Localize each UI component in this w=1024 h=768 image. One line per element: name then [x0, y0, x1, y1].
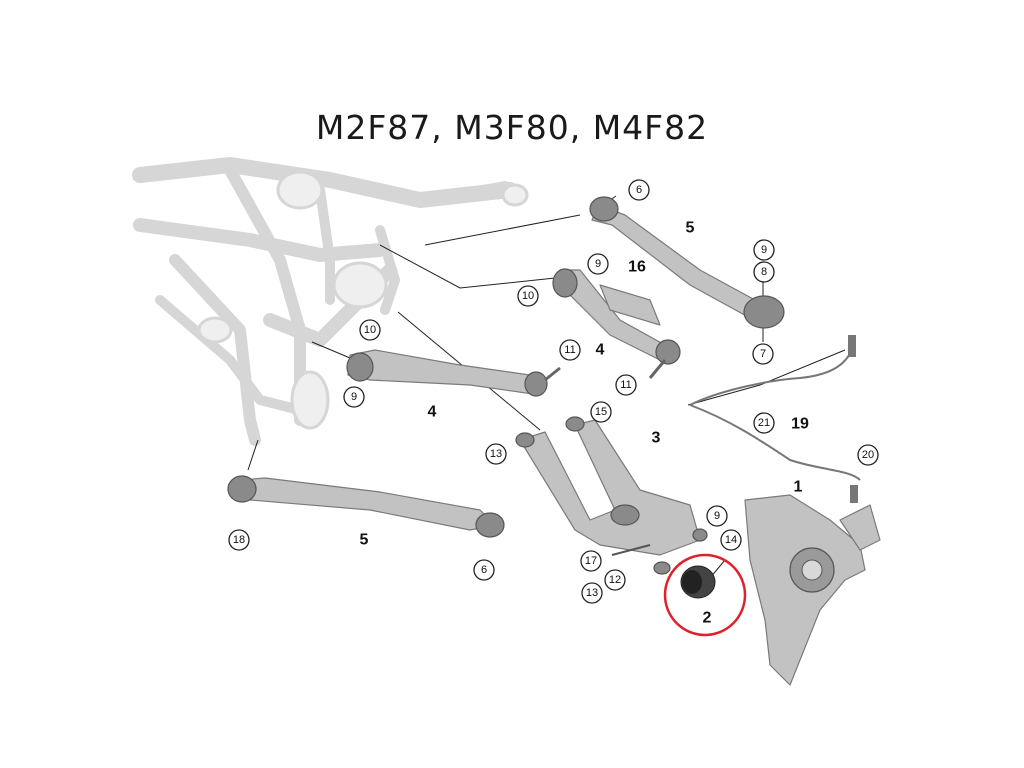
- label-3: 3: [652, 430, 661, 447]
- svg-text:11: 11: [564, 344, 575, 356]
- callout-21: 21: [753, 412, 775, 434]
- svg-text:13: 13: [490, 448, 502, 460]
- callout-9-left: 9: [343, 386, 365, 408]
- part-16-bracket: [599, 284, 661, 326]
- part-5-upper-link: [589, 196, 785, 329]
- callout-15: 15: [590, 401, 612, 423]
- label-5-top: 5: [686, 220, 695, 237]
- svg-text:7: 7: [760, 348, 766, 360]
- part-19-sensor-cable: [689, 335, 861, 503]
- svg-text:20: 20: [862, 449, 874, 461]
- svg-text:21: 21: [758, 417, 770, 429]
- svg-text:18: 18: [233, 534, 245, 546]
- small-hardware-parts: [611, 528, 708, 575]
- callout-9-low: 9: [706, 505, 728, 527]
- callout-11-left: 11: [559, 339, 581, 361]
- callout-10-left: 10: [359, 319, 381, 341]
- svg-text:9: 9: [595, 258, 601, 270]
- part-4-left-link: [346, 349, 561, 397]
- svg-text:13: 13: [586, 587, 598, 599]
- label-4-left: 4: [428, 404, 437, 421]
- highlight-circle: [663, 553, 747, 637]
- svg-text:10: 10: [522, 290, 534, 302]
- callout-17: 17: [580, 550, 602, 572]
- svg-text:9: 9: [714, 510, 720, 522]
- rear-subframe: [132, 157, 529, 446]
- callout-6-low: 6: [473, 559, 495, 581]
- svg-text:14: 14: [725, 534, 737, 546]
- svg-text:10: 10: [364, 324, 376, 336]
- svg-text:15: 15: [595, 406, 607, 418]
- callout-10-mid: 10: [517, 285, 539, 307]
- callout-6-top: 6: [628, 179, 650, 201]
- svg-text:17: 17: [585, 555, 597, 567]
- diagram-title: M2F87, M3F80, M4F82: [315, 108, 709, 147]
- label-16: 16: [628, 259, 646, 276]
- callout-9-mid: 9: [587, 253, 609, 275]
- label-5-low: 5: [360, 532, 369, 549]
- callout-20: 20: [857, 444, 879, 466]
- part-3-control-arm: [515, 416, 701, 556]
- svg-text:6: 6: [481, 564, 487, 576]
- svg-text:9: 9: [351, 391, 357, 403]
- callout-9-upper: 9: [753, 239, 775, 261]
- callout-14: 14: [720, 529, 742, 551]
- callout-18: 18: [228, 529, 250, 551]
- part-1-knuckle: [744, 494, 881, 686]
- part-5-lower-link: [227, 475, 505, 538]
- callout-13-top: 13: [485, 443, 507, 465]
- label-19: 19: [791, 416, 809, 433]
- part-2-bushing: [680, 565, 716, 599]
- svg-text:11: 11: [620, 379, 631, 391]
- callout-8: 8: [753, 261, 775, 283]
- svg-text:8: 8: [761, 266, 767, 278]
- callout-12: 12: [604, 569, 626, 591]
- label-4-mid: 4: [596, 342, 605, 359]
- label-2: 2: [703, 610, 712, 627]
- callout-7: 7: [752, 343, 774, 365]
- svg-text:12: 12: [609, 574, 621, 586]
- part-4-mid-link: [552, 268, 681, 379]
- callout-11-mid: 11: [615, 374, 637, 396]
- callout-13-low: 13: [581, 582, 603, 604]
- svg-text:6: 6: [636, 184, 642, 196]
- label-1: 1: [794, 479, 803, 496]
- svg-text:9: 9: [761, 244, 767, 256]
